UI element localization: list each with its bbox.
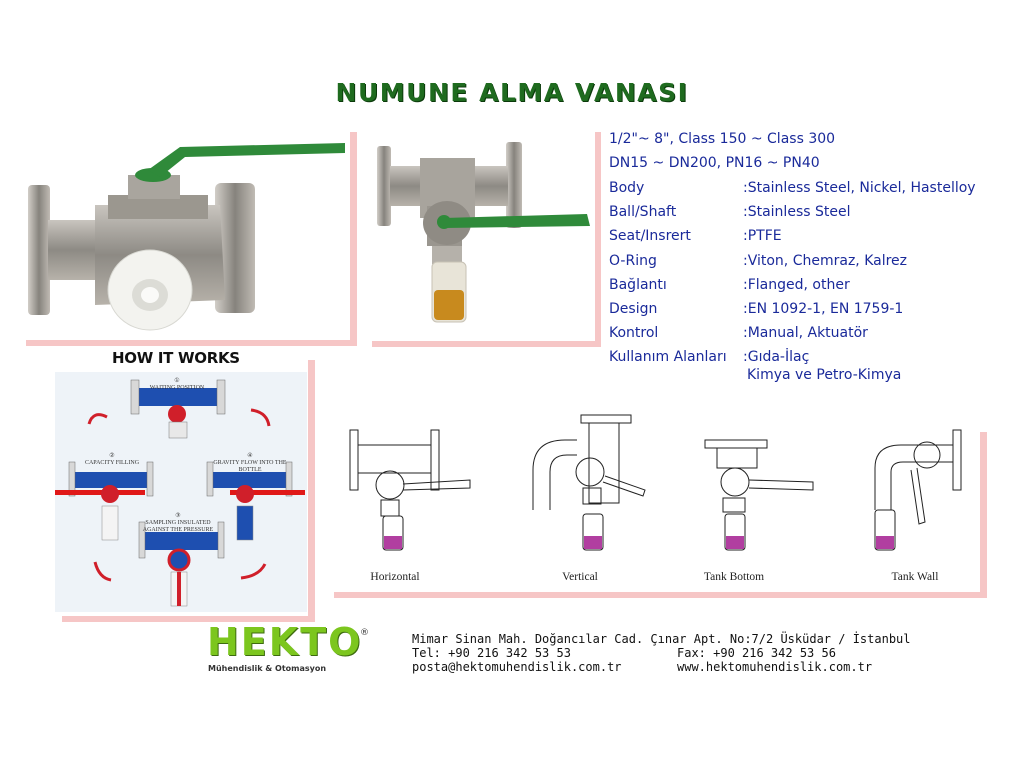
frame-line (62, 616, 315, 622)
company-fax: Fax: +90 216 342 53 56 (677, 646, 836, 660)
spec-key: Design (609, 301, 658, 317)
installation-label: Vertical (562, 571, 598, 583)
three-way-valve-photo (28, 143, 345, 331)
step-number: ① (174, 378, 180, 384)
sampling-valve-photo (377, 142, 590, 323)
company-logo: HEKTO (207, 620, 363, 664)
frame-line (350, 132, 357, 344)
frame-line (26, 340, 357, 346)
installation-label: Horizontal (370, 571, 420, 583)
step-text: WAITING POSITION (149, 385, 205, 391)
step-number: ④ (247, 453, 253, 459)
frame-line (334, 592, 987, 598)
step-text: CAPACITY FILLING (84, 460, 140, 466)
spec-key: Seat/Insrert (609, 228, 691, 244)
spec-value: :Flanged, other (743, 277, 850, 293)
spec-key: Kullanım Alanları (609, 349, 727, 365)
installation-drawings (349, 414, 962, 551)
spec-usage-line2: Kimya ve Petro-Kimya (747, 367, 902, 383)
company-email[interactable]: posta@hektomuhendislik.com.tr (412, 660, 622, 674)
step-text: GRAVITY FLOW INTO THE BOTTLE (213, 460, 287, 473)
frame-line (308, 360, 315, 622)
spec-key: O-Ring (609, 253, 657, 269)
page-title: NUMUNE ALMA VANASI (335, 78, 689, 107)
spec-value: :Stainless Steel, Nickel, Hastelloy (743, 180, 976, 196)
installation-label: Tank Wall (891, 571, 939, 583)
spec-size-range: 1/2"~ 8", Class 150 ~ Class 300 (609, 131, 836, 147)
spec-value: :Viton, Chemraz, Kalrez (743, 253, 908, 269)
spec-value: :Gıda-İlaç (743, 349, 810, 365)
step-number: ② (109, 453, 115, 459)
step-number: ③ (175, 513, 181, 519)
company-tagline: Mühendislik & Otomasyon (208, 664, 327, 673)
frame-line (372, 341, 601, 347)
spec-value: :Manual, Aktuatör (743, 325, 868, 341)
frame-line (595, 132, 601, 347)
step-text: SAMPLING INSULATED AGAINST THE PRESSURE (142, 520, 214, 533)
how-it-works-heading: HOW IT WORKS (112, 349, 240, 367)
registered-mark: ® (360, 628, 369, 638)
spec-key: Bağlantı (609, 277, 667, 293)
frame-line (980, 432, 987, 598)
spec-value: :PTFE (743, 228, 782, 244)
company-address: Mimar Sinan Mah. Doğancılar Cad. Çınar A… (412, 632, 911, 646)
spec-key: Kontrol (609, 325, 659, 341)
spec-key: Ball/Shaft (609, 204, 677, 220)
installation-label: Tank Bottom (703, 571, 765, 583)
spec-key: Body (609, 180, 645, 196)
spec-dn-range: DN15 ~ DN200, PN16 ~ PN40 (609, 155, 820, 171)
spec-value: :EN 1092-1, EN 1759-1 (743, 301, 904, 317)
company-tel: Tel: +90 216 342 53 53 (412, 646, 571, 660)
how-it-works-diagram (55, 372, 307, 612)
spec-value: :Stainless Steel (743, 204, 851, 220)
company-website[interactable]: www.hektomuhendislik.com.tr (677, 660, 873, 674)
